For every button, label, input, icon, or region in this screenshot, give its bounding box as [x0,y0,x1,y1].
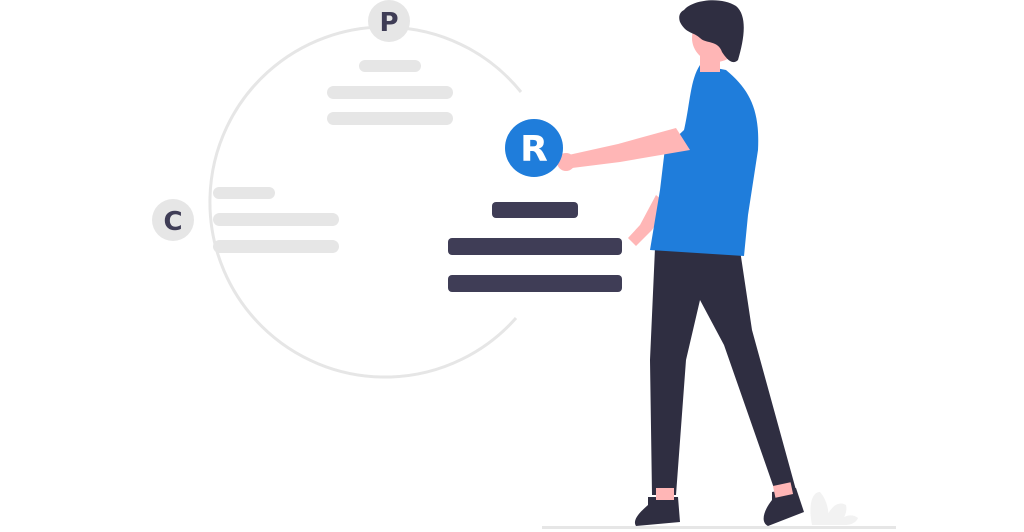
r-line-short [492,202,578,218]
p-line-long-1 [327,86,453,99]
p-badge-letter: P [379,8,398,38]
c-badge-letter: C [163,207,182,237]
c-line-short [213,187,275,199]
p-line-long-2 [327,112,453,125]
r-line-long-1 [448,238,622,255]
p-line-short [359,60,421,72]
left-shoe [634,497,680,526]
r-badge-letter: R [520,129,548,170]
hair [679,0,744,63]
pants [650,248,796,495]
p-badge-circle [368,0,410,42]
c-line-long-2 [213,240,339,253]
plant-illustration [810,492,858,525]
r-badge: R [505,119,563,177]
hand [557,153,575,171]
floor-line [542,526,896,529]
p-badge: P [368,0,410,42]
cycle-arc [208,25,523,379]
c-badge: C [152,199,194,241]
person-illustration [557,0,804,526]
right-ankle [772,482,794,498]
r-badge-circle [505,119,563,177]
r-line-long-2 [448,275,622,292]
c-line-long-1 [213,213,339,226]
left-ankle [656,488,674,500]
reaching-arm [564,128,690,168]
right-shoe [763,488,804,526]
shirt [650,65,759,256]
c-badge-circle [152,199,194,241]
